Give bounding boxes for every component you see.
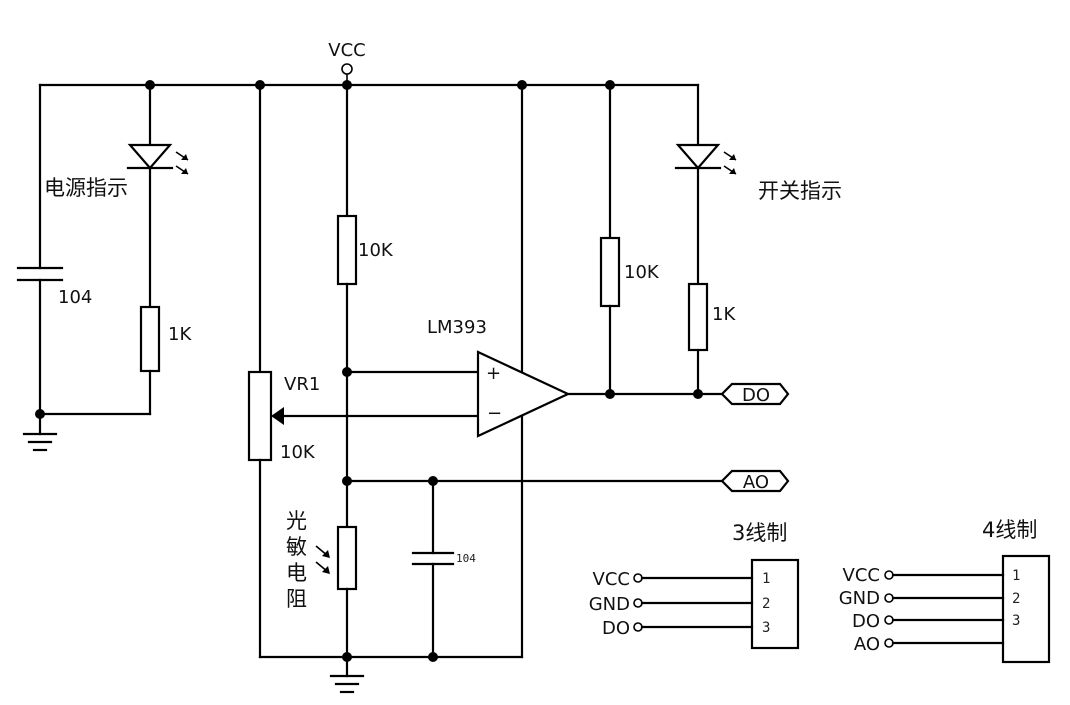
filter-cap-value: 104: [456, 552, 476, 565]
potentiometer-value: 10K: [280, 442, 316, 463]
c3-signal-vcc: VCC: [593, 569, 630, 590]
pullup-resistor-value: 10K: [624, 262, 660, 283]
photoresistor-label-2: 敏: [286, 535, 307, 559]
power-led-arrows-icon: [175, 151, 189, 175]
connector-3wire-title: 3线制: [732, 521, 787, 545]
comparator-minus-label: −: [487, 403, 502, 424]
decoupling-cap-value: 104: [58, 287, 92, 308]
connector-4wire-body: [1001, 554, 1051, 664]
ao-port-flag: [720, 469, 790, 493]
potentiometer-body: [247, 370, 273, 462]
photoresistor: [336, 525, 358, 591]
c4-pin-1: 1: [1012, 568, 1020, 584]
c4-pin-2: 2: [1012, 591, 1020, 607]
c4-signal-do: DO: [852, 611, 880, 632]
connector-4wire-title: 4线制: [982, 518, 1037, 542]
ao-port-label: AO: [743, 472, 769, 493]
switch-led-resistor-value: 1K: [712, 304, 736, 325]
photoresistor-light-arrows-icon: [315, 545, 330, 574]
switch-indicator-label: 开关指示: [758, 179, 842, 203]
comparator-lm393: [476, 350, 571, 438]
connector-3wire: 3线制 VCC GND DO 1 2 3: [589, 521, 800, 650]
c4-signal-gnd: GND: [839, 588, 880, 609]
c4-signal-vcc: VCC: [843, 565, 880, 586]
do-port-flag: [720, 382, 790, 406]
junction-dots: [35, 80, 703, 662]
vcc-label: VCC: [328, 40, 365, 61]
comparator-part-label: LM393: [427, 317, 487, 338]
c4-pin-3: 3: [1012, 613, 1020, 629]
connector-3wire-body: [750, 558, 800, 650]
potentiometer-wiper-icon: [271, 407, 284, 425]
pullup-resistor: [599, 236, 621, 308]
c3-signal-do: DO: [602, 618, 630, 639]
power-indicator-label: 电源指示: [44, 176, 128, 200]
left-ground-icon: [22, 432, 58, 452]
photoresistor-label-1: 光: [286, 509, 307, 533]
power-led-resistor: [139, 305, 161, 373]
vcc-terminal: [341, 63, 353, 75]
switch-led-resistor: [687, 282, 709, 352]
c3-pin-2: 2: [762, 596, 770, 612]
potentiometer-name: VR1: [284, 374, 320, 395]
divider-resistor: [336, 214, 358, 286]
bottom-ground-icon: [329, 674, 365, 694]
photoresistor-label-4: 阻: [286, 587, 307, 611]
c3-signal-gnd: GND: [589, 594, 630, 615]
power-led-icon: [127, 143, 173, 170]
switch-led-icon: [675, 143, 721, 170]
divider-resistor-value: 10K: [358, 240, 394, 261]
switch-led-arrows-icon: [723, 151, 737, 175]
photoresistor-label-3: 电: [286, 561, 307, 585]
c3-pin-1: 1: [762, 571, 770, 587]
power-led-resistor-value: 1K: [168, 324, 192, 345]
c3-pin-3: 3: [762, 620, 770, 636]
connector-4wire: 4线制 VCC GND DO AO 1 2 3: [839, 518, 1051, 664]
do-port-label: DO: [742, 385, 770, 406]
c4-signal-ao: AO: [854, 634, 880, 655]
comparator-plus-label: +: [486, 363, 501, 384]
